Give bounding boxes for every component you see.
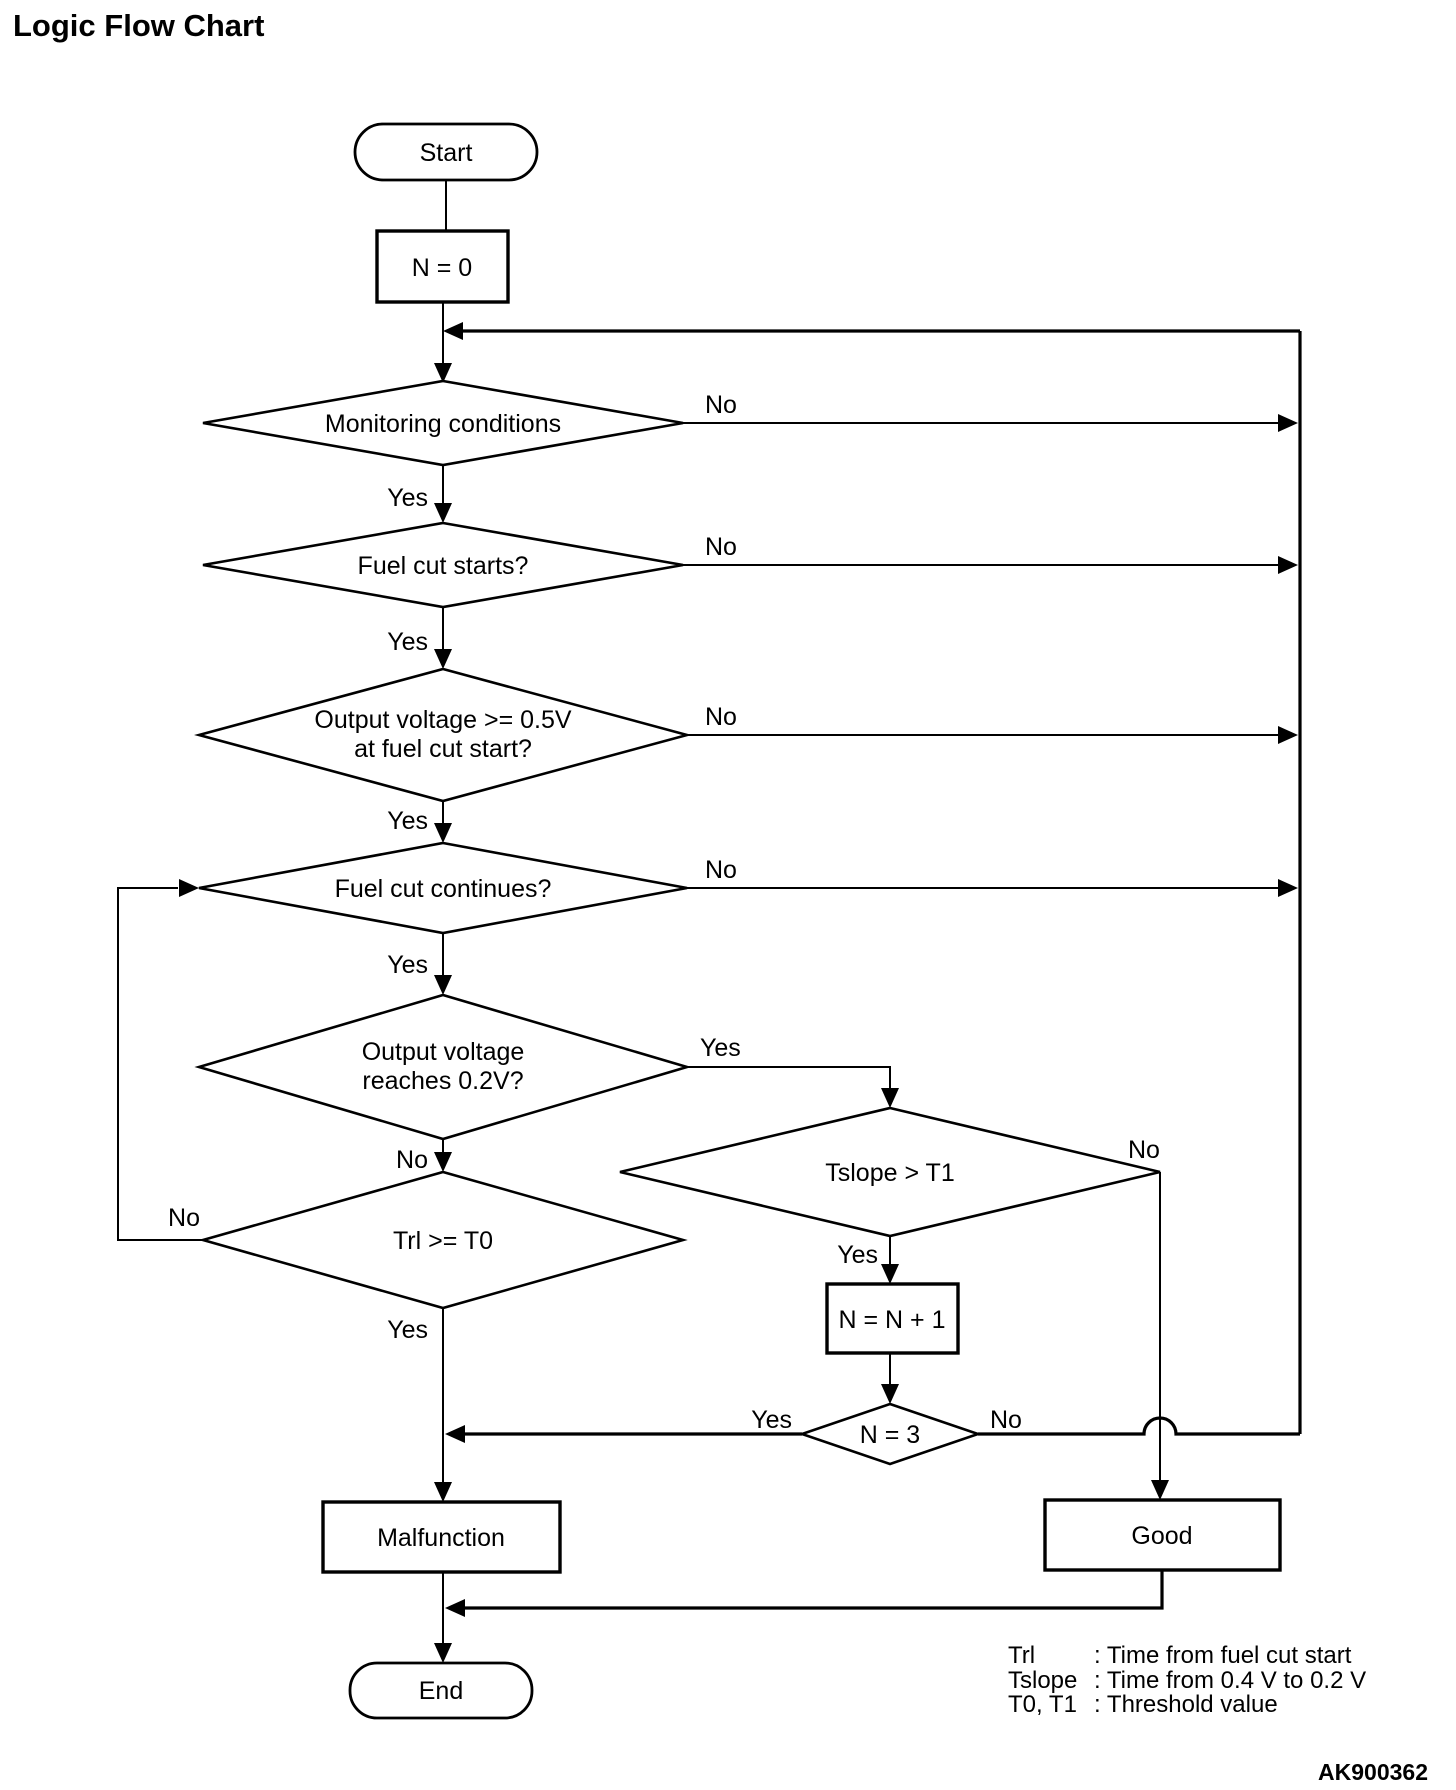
arrowhead-increment-top <box>881 1264 899 1284</box>
tslope-label: Tslope > T1 <box>825 1159 954 1187</box>
trl-node <box>198 1170 688 1310</box>
fuel-cut-starts-node <box>202 521 684 609</box>
arrowhead-collector-starts <box>1278 556 1298 574</box>
arrowhead-collector-voltage05 <box>1278 726 1298 744</box>
arrowhead-collector-monitoring <box>1278 414 1298 432</box>
legend-def-tslope: : Time from 0.4 V to 0.2 V <box>1094 1667 1366 1694</box>
fuel-cut-starts-yes-label: Yes <box>387 628 428 656</box>
fuel-cut-continues-yes-label: Yes <box>387 951 428 979</box>
good-label: Good <box>1131 1522 1192 1550</box>
monitoring-conditions-label: Monitoring conditions <box>325 410 561 438</box>
ncheck-yes-label: Yes <box>751 1406 792 1434</box>
fuel-cut-starts-label: Fuel cut starts? <box>358 552 529 580</box>
arrowhead-end-top <box>434 1643 452 1663</box>
tslope-node <box>619 1106 1161 1238</box>
edge-trl-no-loop <box>117 887 203 1241</box>
init-node <box>375 229 510 304</box>
malfunction-node <box>321 1500 562 1574</box>
ncheck-node <box>797 1402 983 1466</box>
legend-term-trl: Trl <box>1008 1642 1035 1669</box>
page-title: Logic Flow Chart <box>13 8 264 43</box>
trl-label: Trl >= T0 <box>393 1227 493 1255</box>
fuel-cut-continues-label: Fuel cut continues? <box>335 875 552 903</box>
voltage-02-yes-label: Yes <box>700 1034 741 1062</box>
voltage-05-label-line1: Output voltage >= 0.5V <box>314 706 571 734</box>
edge-labels: No Yes No Yes No Yes No Yes Yes No No Ye… <box>168 391 1160 1434</box>
legend-def-trl: : Time from fuel cut start <box>1094 1642 1352 1669</box>
arrowhead-merge-left <box>445 1599 465 1617</box>
monitoring-conditions-node <box>202 379 684 467</box>
voltage-05-no-label: No <box>705 703 737 731</box>
voltage-02-node <box>194 993 692 1141</box>
arrowhead-ncheck-top <box>881 1384 899 1404</box>
arrowhead-feedback-left <box>443 322 463 340</box>
arrowhead-good-top <box>1151 1480 1169 1500</box>
arrowheads <box>179 322 1298 1663</box>
init-label: N = 0 <box>412 254 472 282</box>
voltage-02-label-line2: reaches 0.2V? <box>362 1067 523 1095</box>
arrowhead-loop-into-continues <box>179 879 199 897</box>
voltage-05-node <box>194 667 692 803</box>
malfunction-label: Malfunction <box>377 1524 505 1552</box>
trl-yes-label: Yes <box>387 1316 428 1344</box>
arrowhead-monitoring-top <box>434 363 452 383</box>
tslope-no-label: No <box>1128 1136 1160 1164</box>
arrowhead-voltage-05-top <box>434 649 452 669</box>
end-label: End <box>419 1677 463 1705</box>
tslope-yes-label: Yes <box>837 1241 878 1269</box>
legend-def-thresholds: : Threshold value <box>1094 1691 1278 1718</box>
figure-code: AK900362 <box>1318 1759 1428 1785</box>
arrowhead-collector-continues <box>1278 879 1298 897</box>
legend-term-tslope: Tslope <box>1008 1667 1077 1694</box>
ncheck-label: N = 3 <box>860 1421 920 1449</box>
increment-label: N = N + 1 <box>839 1306 946 1334</box>
fuel-cut-starts-no-label: No <box>705 533 737 561</box>
edges <box>117 180 1302 1658</box>
arrowhead-trl-top <box>434 1152 452 1172</box>
legend: Trl : Time from fuel cut start Tslope : … <box>1008 1642 1366 1718</box>
legend-term-thresholds: T0, T1 <box>1008 1691 1077 1718</box>
edge-good-merge <box>465 1570 1164 1610</box>
trl-no-label: No <box>168 1204 200 1232</box>
monitoring-no-label: No <box>705 391 737 419</box>
arrowhead-fuel-cut-starts-top <box>434 503 452 523</box>
arrowhead-fuel-cut-continues-top <box>434 823 452 843</box>
arrowhead-tslope-top <box>881 1088 899 1108</box>
edge-ncheck-no-with-hop <box>978 1416 1300 1436</box>
increment-node <box>825 1282 960 1355</box>
fuel-cut-continues-node <box>198 841 688 935</box>
voltage-02-label-line1: Output voltage <box>362 1038 525 1066</box>
ncheck-no-label: No <box>990 1406 1022 1434</box>
arrowhead-voltage-02-top <box>434 975 452 995</box>
edge-voltage-02-yes <box>687 1066 891 1104</box>
monitoring-yes-label: Yes <box>387 484 428 512</box>
start-node <box>353 122 539 182</box>
start-label: Start <box>420 139 473 167</box>
voltage-02-no-label: No <box>396 1146 428 1174</box>
fuel-cut-continues-no-label: No <box>705 856 737 884</box>
voltage-05-label-line2: at fuel cut start? <box>354 735 532 763</box>
good-node <box>1043 1498 1282 1572</box>
arrowhead-ncheck-yes-left <box>445 1425 465 1443</box>
voltage-05-yes-label: Yes <box>387 807 428 835</box>
nodes: Start N = 0 Monitoring conditions Fuel c… <box>194 122 1282 1720</box>
end-node <box>348 1661 534 1720</box>
arrowhead-malfunction-top <box>434 1482 452 1502</box>
